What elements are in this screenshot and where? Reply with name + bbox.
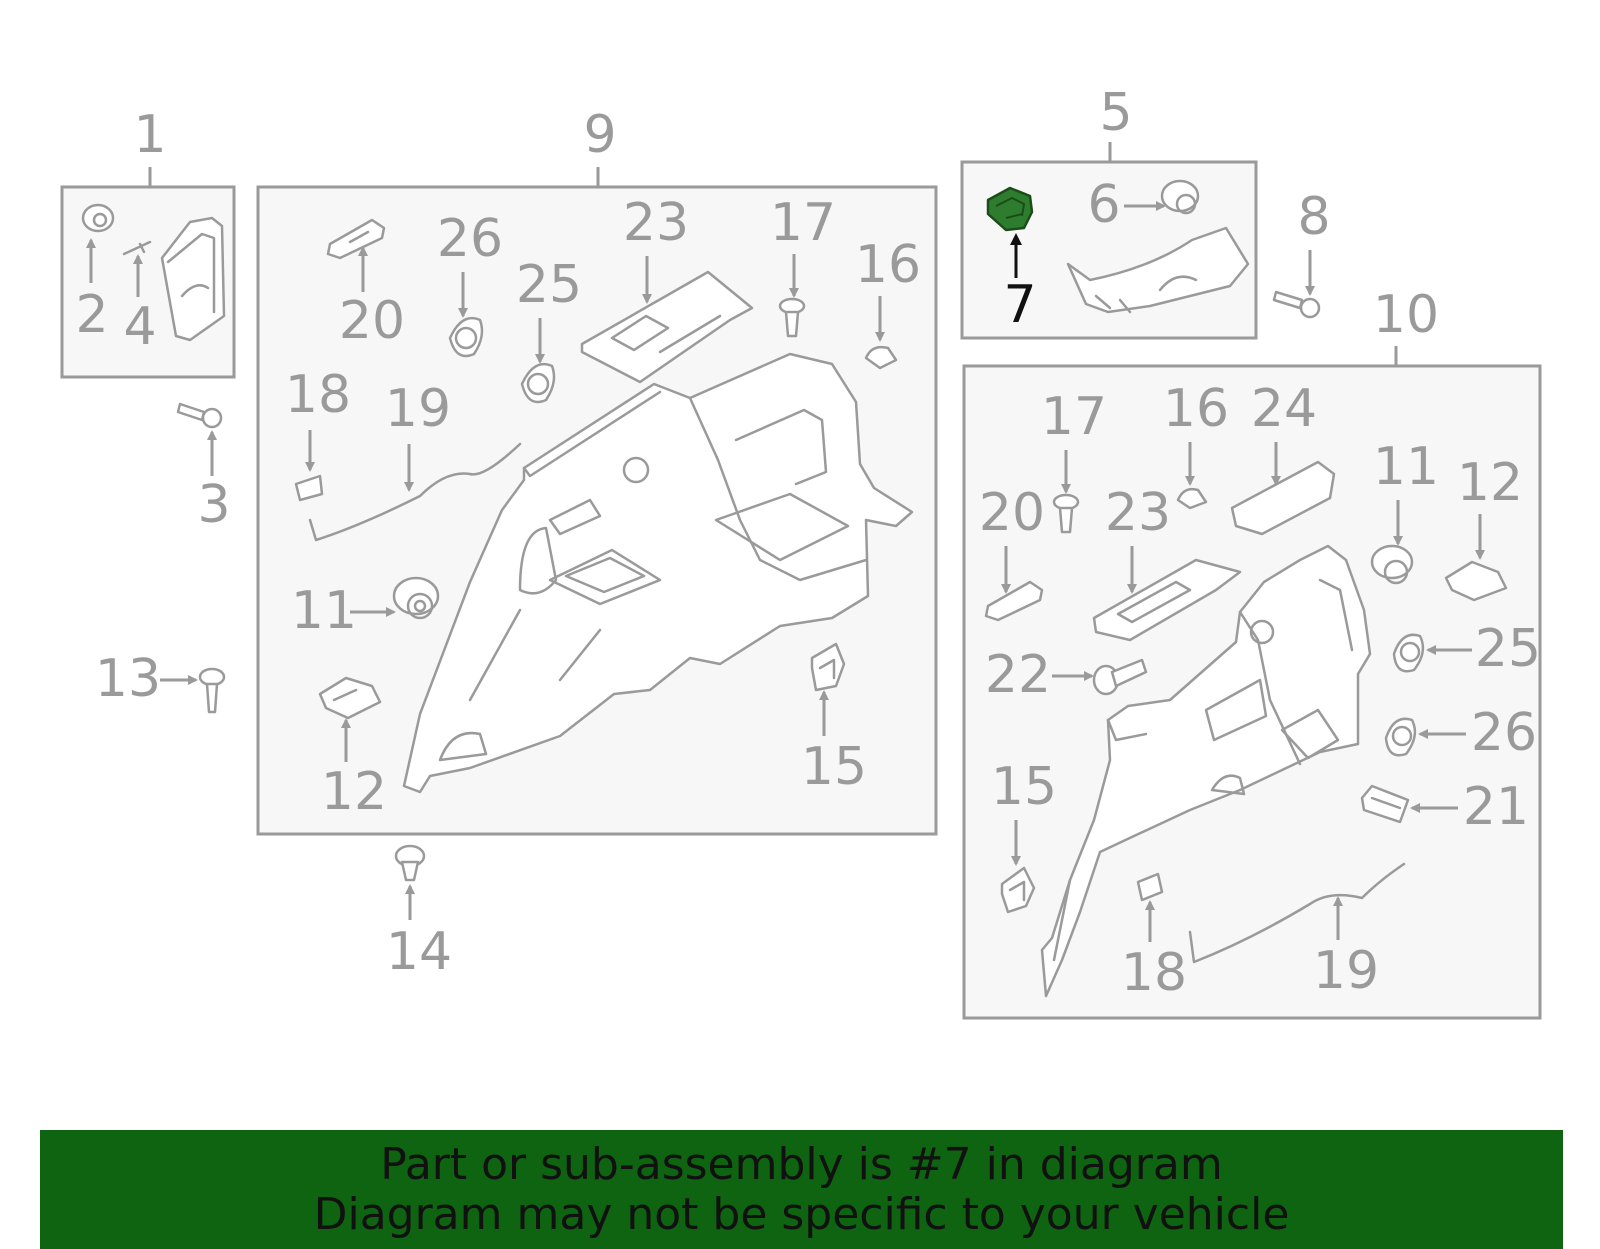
banner-line-2: Diagram may not be specific to your vehi… — [313, 1189, 1290, 1240]
callout-25-left[interactable]: 25 — [516, 255, 582, 315]
part-4-pin[interactable] — [122, 240, 152, 256]
callout-21-right[interactable]: 21 — [1463, 777, 1529, 837]
callout-8[interactable]: 8 — [1297, 187, 1330, 247]
part-10-quarter-trim-panel[interactable] — [1040, 544, 1372, 998]
group-10: 10 17 16 24 11 12 — [962, 285, 1542, 1020]
callout-20-left[interactable]: 20 — [339, 291, 405, 351]
part-26-speaker-grille[interactable] — [448, 316, 484, 358]
banner-line-1: Part or sub-assembly is #7 in diagram — [380, 1139, 1223, 1190]
group-5: 5 7 6 — [960, 83, 1258, 340]
callout-12-right[interactable]: 12 — [1457, 453, 1523, 513]
callout-7[interactable]: 7 — [1003, 275, 1036, 335]
group-1: 1 2 4 — [60, 105, 236, 379]
part-26-speaker-grille-right[interactable] — [1384, 717, 1417, 757]
callout-25-right[interactable]: 25 — [1475, 619, 1541, 679]
part-13-screw[interactable] — [198, 667, 226, 714]
part-15-hook[interactable] — [810, 642, 846, 692]
part-11-grommet-right[interactable] — [1370, 544, 1414, 585]
callout-3[interactable]: 3 — [197, 475, 230, 535]
part-11-grommet[interactable] — [392, 576, 440, 620]
part-1-pillar-trim[interactable] — [160, 216, 226, 342]
part-19-wire-right[interactable] — [1188, 862, 1406, 964]
part-17-screw-right[interactable] — [1052, 493, 1080, 534]
part-18-plug-right[interactable] — [1136, 872, 1164, 902]
part-23-trim-bracket[interactable] — [580, 270, 754, 384]
part-24-sill-cover[interactable] — [1230, 460, 1336, 536]
callout-18-right[interactable]: 18 — [1121, 943, 1187, 1003]
part-9-quarter-trim-panel[interactable] — [402, 352, 914, 794]
callout-23-right[interactable]: 23 — [1105, 483, 1171, 543]
part-20-handle[interactable] — [326, 218, 386, 260]
callout-4[interactable]: 4 — [123, 297, 156, 357]
callout-17-right[interactable]: 17 — [1041, 387, 1107, 447]
part-15-hook-right[interactable] — [1000, 866, 1036, 914]
part-22-fastener[interactable] — [1092, 658, 1148, 696]
part-5-scuff-plate[interactable] — [1066, 226, 1250, 314]
callout-19-right[interactable]: 19 — [1313, 941, 1379, 1001]
part-12-cover-right[interactable] — [1444, 560, 1508, 602]
callout-16-right[interactable]: 16 — [1163, 379, 1229, 439]
callout-5[interactable]: 5 — [1099, 83, 1132, 143]
callout-15-right[interactable]: 15 — [991, 757, 1057, 817]
part-16-clip[interactable] — [864, 345, 898, 370]
part-19-wire[interactable] — [308, 442, 522, 542]
info-banner: Part or sub-assembly is #7 in diagram Di… — [40, 1130, 1563, 1249]
callout-23-left[interactable]: 23 — [623, 193, 689, 253]
part-7-retainer[interactable] — [986, 186, 1034, 232]
group-9: 9 20 26 25 23 — [256, 105, 938, 836]
part-8-bolt[interactable] — [1272, 290, 1321, 319]
callout-9[interactable]: 9 — [583, 105, 616, 165]
part-16-clip-right[interactable] — [1176, 487, 1208, 510]
callout-22-right[interactable]: 22 — [985, 645, 1051, 705]
callout-15-left[interactable]: 15 — [801, 737, 867, 797]
callout-12-left[interactable]: 12 — [321, 762, 387, 822]
part-17-screw[interactable] — [778, 297, 806, 338]
callout-11-left[interactable]: 11 — [291, 581, 357, 641]
part-14-clip[interactable] — [394, 844, 426, 882]
callout-14[interactable]: 14 — [386, 922, 452, 982]
callout-18-left[interactable]: 18 — [285, 365, 351, 425]
callout-20-right[interactable]: 20 — [979, 483, 1045, 543]
callout-2[interactable]: 2 — [75, 285, 108, 345]
callout-17-left[interactable]: 17 — [770, 193, 836, 253]
callout-1[interactable]: 1 — [133, 105, 166, 165]
callout-24-right[interactable]: 24 — [1251, 379, 1317, 439]
part-3-bolt[interactable] — [176, 402, 223, 429]
part-12-cover[interactable] — [318, 676, 382, 720]
part-23-trim-bracket-right[interactable] — [1092, 558, 1242, 642]
callout-13[interactable]: 13 — [95, 649, 161, 709]
callout-10[interactable]: 10 — [1373, 285, 1439, 345]
part-20-handle-right[interactable] — [984, 580, 1044, 622]
callout-11-right[interactable]: 11 — [1373, 437, 1439, 497]
callout-26-left[interactable]: 26 — [437, 209, 503, 269]
part-18-plug[interactable] — [294, 474, 324, 502]
part-6-clip[interactable] — [1160, 179, 1200, 215]
callout-26-right[interactable]: 26 — [1471, 703, 1537, 763]
part-25-speaker-right[interactable] — [1392, 633, 1425, 673]
part-25-speaker[interactable] — [520, 362, 556, 404]
part-2-clip[interactable] — [81, 203, 115, 233]
part-21-power-outlet[interactable] — [1360, 784, 1410, 824]
callout-6[interactable]: 6 — [1087, 175, 1120, 235]
callout-16-left[interactable]: 16 — [855, 235, 921, 295]
callout-19-left[interactable]: 19 — [385, 379, 451, 439]
